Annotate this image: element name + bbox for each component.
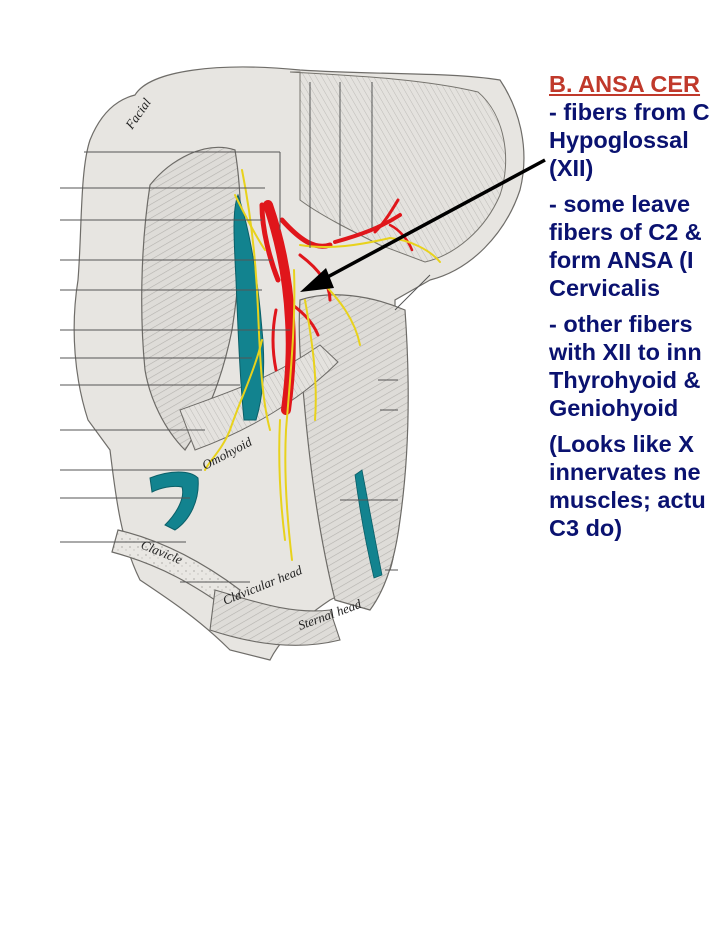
- text-line: Thyrohyoid &: [549, 367, 701, 393]
- mandible-region: [289, 71, 507, 263]
- text-line: (Looks like X: [549, 431, 694, 457]
- paragraph-some-leave: - some leave fibers of C2 & form ANSA (I…: [549, 190, 728, 302]
- text-line: Hypoglossal: [549, 127, 689, 153]
- label-leader-lines: [60, 82, 431, 583]
- paragraph-looks-like: (Looks like X innervates ne muscles; act…: [549, 430, 728, 542]
- text-line: muscles; actu: [549, 487, 706, 513]
- sternocleidomastoid-muscle: [141, 146, 242, 451]
- text-line: - some leave: [549, 191, 691, 217]
- paragraph-other-fibers: - other fibers with XII to inn Thyrohyoi…: [549, 310, 728, 422]
- text-line: Geniohyoid: [549, 395, 679, 421]
- ansa-cervicalis-nerves: [204, 169, 441, 561]
- text-line: - other fibers: [549, 311, 693, 337]
- text-line: Cervicalis: [549, 275, 661, 301]
- text-line: (XII): [549, 155, 594, 181]
- anterior-jugular-vein: [354, 469, 383, 579]
- text-line: with XII to inn: [549, 339, 702, 365]
- text-line: C3 do): [549, 515, 623, 541]
- pointer-arrow: [300, 158, 546, 292]
- paragraph-fibers: - fibers from C Hypoglossal (XII): [549, 98, 728, 182]
- text-panel: B. ANSA CER - fibers from C Hypoglossal …: [549, 70, 728, 550]
- text-line: form ANSA (I: [549, 247, 694, 273]
- text-line: innervates ne: [549, 459, 701, 485]
- text-line: - fibers from C: [549, 99, 710, 125]
- text-line: fibers of C2 &: [549, 219, 702, 245]
- sternocleidomastoid-heads: [209, 589, 341, 646]
- slide-title: B. ANSA CER: [549, 71, 701, 97]
- external-jugular-vein: [149, 471, 199, 531]
